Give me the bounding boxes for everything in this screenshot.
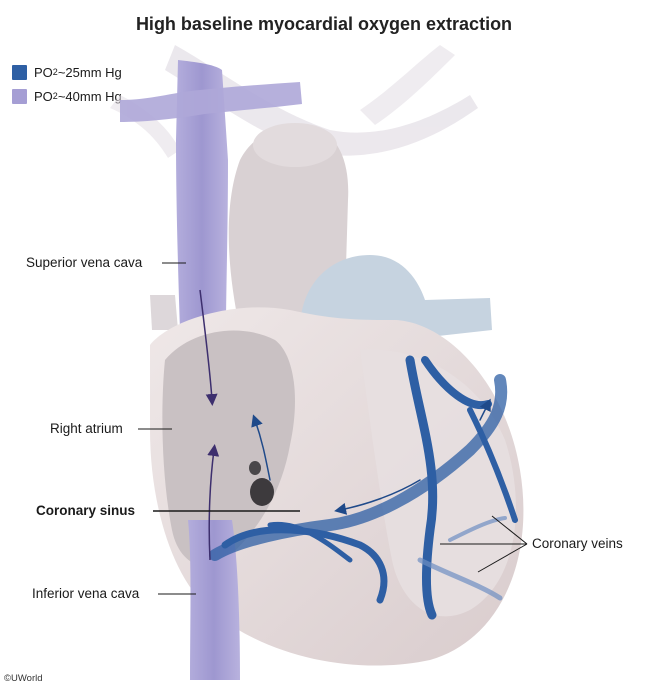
- pulmonary-vein-stub: [150, 295, 178, 330]
- label-coronary-sinus: Coronary sinus: [36, 503, 136, 518]
- legend-label-subscript: 2: [52, 91, 58, 101]
- venous-flow-arrows: [199, 289, 220, 561]
- label-superior-vena-cava: Superior vena cava: [26, 255, 143, 270]
- label-coronary-veins: Coronary veins: [532, 536, 623, 551]
- label-right-atrium: Right atrium: [50, 421, 123, 436]
- legend-label-value: ~40mm Hg: [57, 88, 122, 104]
- figure-title: High baseline myocardial oxygen extracti…: [135, 14, 513, 34]
- uworld-watermark: ©UWorld: [4, 673, 43, 684]
- superior-vena-cava: [120, 60, 302, 330]
- coronary-veins: [209, 355, 518, 620]
- legend-label-prefix: PO: [34, 88, 53, 104]
- legend-label-subscript: 2: [52, 67, 58, 77]
- leader-lines: [138, 262, 528, 595]
- inferior-vena-cava: [188, 520, 240, 680]
- coronary-sinus-ostium: [250, 478, 274, 506]
- label-inferior-vena-cava: Inferior vena cava: [32, 586, 140, 601]
- legend-swatch-dark-blue: [12, 64, 27, 80]
- right-atrium-cavity: [162, 330, 295, 566]
- legend-label-value: ~25mm Hg: [57, 64, 122, 80]
- legend-label-prefix: PO: [34, 64, 53, 80]
- legend-swatch-lavender: [12, 88, 27, 104]
